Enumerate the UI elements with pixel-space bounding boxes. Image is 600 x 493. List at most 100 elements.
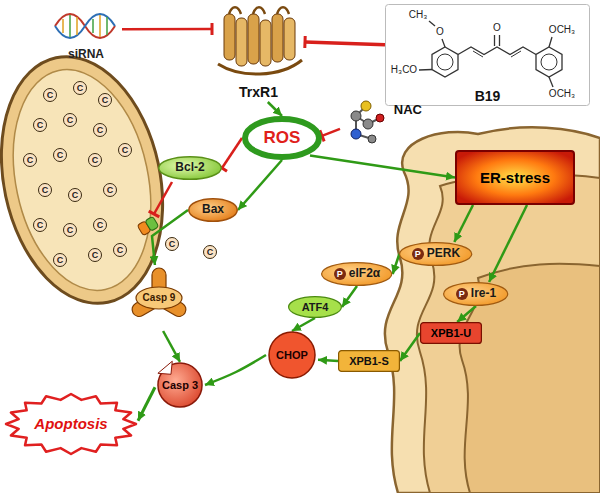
- cytochrome-c: C: [98, 93, 112, 107]
- node-outline: [289, 297, 342, 318]
- inhibition-connector: [322, 129, 340, 136]
- node-label: B19: [475, 88, 501, 104]
- cytochrome-c: C: [203, 245, 217, 259]
- cytochrome-c: C: [68, 188, 82, 202]
- node-outline: [322, 263, 392, 286]
- carbon-atom: [363, 119, 373, 129]
- node-outline: [269, 332, 315, 378]
- node-outline: [189, 199, 238, 222]
- benzene-ring: [536, 47, 562, 77]
- apoptosome-core: [136, 287, 182, 309]
- protein-loop: [229, 7, 289, 14]
- node-outline: [456, 151, 574, 204]
- aromatic-ring: [541, 54, 557, 70]
- bax-oval: Bax: [188, 198, 238, 222]
- cytochrome-c: C: [93, 218, 107, 232]
- cytochrome-c: C: [103, 183, 117, 197]
- rna-rung: [62, 19, 64, 33]
- trxr1-protein: TrxR1: [212, 2, 305, 102]
- ire1-oval: PIre-1: [443, 282, 508, 306]
- inhibition-connector: [305, 42, 385, 45]
- activation-arrow: [489, 205, 527, 282]
- xpb1s-box: XPB1-S: [338, 350, 400, 372]
- mitochondrion-inner: [0, 57, 170, 304]
- er-fold: [417, 174, 600, 493]
- activation-arrow: [292, 318, 315, 331]
- activation-arrow: [152, 210, 188, 265]
- node-outline: [245, 119, 319, 157]
- carbon-atom: [368, 135, 376, 143]
- protein-helix: [272, 14, 283, 62]
- activation-arrow: [163, 331, 180, 362]
- substituent-bond: [442, 39, 445, 47]
- activation-arrow: [268, 102, 282, 116]
- node-label: Bcl-2: [175, 161, 204, 175]
- node-outline: [386, 5, 590, 106]
- node-outline: [159, 157, 222, 180]
- cytochrome-c: C: [113, 243, 127, 257]
- node-label: eIF2α: [349, 267, 380, 281]
- node-label: ROS: [264, 128, 301, 148]
- activation-arrow: [342, 286, 357, 307]
- rna-rung: [92, 19, 94, 33]
- node-label: TrxR1: [239, 84, 278, 100]
- node-label: Bax: [202, 203, 224, 217]
- node-outline: [400, 243, 472, 266]
- cytochrome-c: C: [53, 148, 67, 162]
- node-label: Casp 9: [143, 292, 176, 304]
- chemical-group: O: [492, 22, 502, 34]
- cytochrome-c: C: [38, 183, 52, 197]
- activation-arrow: [205, 355, 266, 385]
- mitochondrion-outer: [0, 42, 184, 319]
- cytochrome-c: C: [33, 218, 47, 232]
- rna-rung: [69, 15, 71, 37]
- node-label: CHOP: [276, 349, 308, 362]
- rna-rung: [76, 17, 78, 35]
- perk-oval: PPERK: [399, 242, 472, 266]
- substituent-bond: [429, 21, 435, 26]
- node-label: Apoptosis: [34, 415, 107, 432]
- oxygen-atom: [376, 114, 384, 122]
- inhibition-connector: [222, 138, 242, 168]
- node-label: siRNA: [68, 48, 104, 62]
- activation-arrow: [238, 160, 282, 210]
- bcl2-oval: Bcl-2: [158, 156, 222, 180]
- rna-strand: [55, 14, 115, 38]
- phospho-mark: P: [412, 248, 424, 260]
- chop-circle: CHOP: [266, 331, 318, 379]
- activation-arrow: [400, 333, 420, 361]
- substituent-bond: [419, 69, 432, 71]
- nac-molecule: NAC: [340, 100, 425, 148]
- chemical-group: CH₃: [408, 9, 429, 21]
- chain-bond: [458, 47, 536, 55]
- cytochrome-c: C: [33, 118, 47, 132]
- inhibition-connector: [122, 28, 212, 31]
- aromatic-ring: [437, 54, 453, 70]
- pore: [145, 216, 159, 231]
- protein-helix: [284, 18, 295, 60]
- protein-helix: [248, 14, 259, 64]
- double-bond: [473, 51, 483, 57]
- cytochrome-c: C: [88, 153, 102, 167]
- rna-strand: [55, 14, 115, 38]
- carbon-atom: [351, 111, 361, 121]
- eif2a-oval: PeIF2α: [321, 262, 392, 286]
- node-label: Casp 3: [162, 379, 198, 392]
- rna-rung: [99, 15, 101, 37]
- chemical-group: O: [435, 26, 445, 38]
- activation-arrow: [457, 306, 476, 322]
- substituent-bond: [549, 37, 552, 47]
- carbonyl-bond: [494, 35, 495, 46]
- cytochrome-c: C: [23, 153, 37, 167]
- casp3-circle: Casp 3: [155, 362, 205, 408]
- rna-rung: [106, 17, 108, 35]
- chemical-group: OCH₃: [548, 24, 576, 36]
- node-label: ATF4: [302, 301, 329, 314]
- cytochrome-c: C: [53, 253, 67, 267]
- er-membrane: [385, 127, 600, 493]
- cytochrome-c: C: [88, 248, 102, 262]
- double-bond: [511, 51, 521, 57]
- protein-helix: [236, 18, 247, 66]
